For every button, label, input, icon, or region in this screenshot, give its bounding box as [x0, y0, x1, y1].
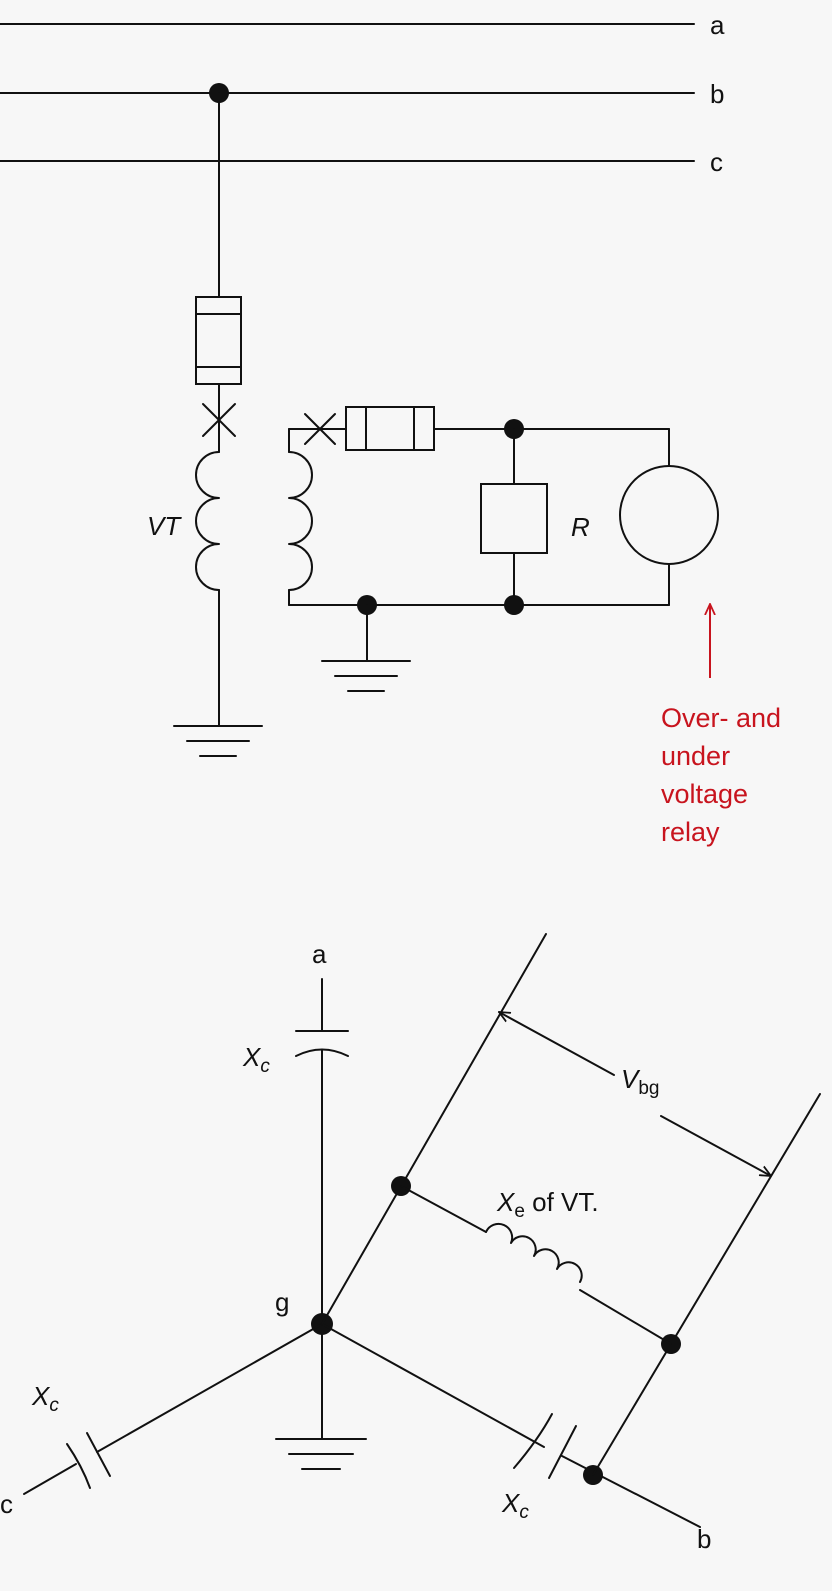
ground-icon-secondary	[321, 660, 411, 692]
vbg-label: Vbg	[621, 1064, 659, 1099]
phase-a-label: a	[312, 939, 327, 969]
xc-a-label: Xc	[242, 1042, 270, 1077]
vt-connection-diagram: a b c VT	[0, 10, 789, 847]
vt-primary-winding	[195, 451, 220, 591]
vbg-dimension-arrow-right	[660, 1115, 771, 1176]
xe-inductor	[485, 1222, 583, 1283]
secondary-disconnect-icon	[304, 413, 336, 445]
bus-a-label: a	[710, 10, 725, 40]
primary-disconnect-icon	[202, 403, 236, 437]
capacitor-b-plate	[513, 1413, 553, 1469]
neutral-label: g	[275, 1287, 289, 1317]
loading-resistor	[480, 483, 548, 554]
resistor-label: R	[571, 512, 590, 542]
phase-c-label: c	[0, 1489, 13, 1519]
capacitor-c-plate	[86, 1432, 111, 1477]
vbg-dimension-arrow-left	[499, 1012, 615, 1076]
relay-caption: Over- and under voltage relay	[661, 703, 789, 847]
ferroresonance-equivalent-diagram: a Xc g c Xc b Xc	[0, 933, 821, 1554]
bus-b-label: b	[710, 79, 724, 109]
vt-label: VT	[147, 511, 182, 541]
ground-icon-neutral	[275, 1438, 367, 1470]
bus-c-label: c	[710, 147, 723, 177]
secondary-fuse	[345, 406, 435, 451]
relay-icon	[619, 465, 719, 565]
primary-fuse	[195, 296, 242, 385]
xe-label: Xe of VT.	[496, 1187, 599, 1222]
ground-icon-primary	[173, 725, 263, 757]
xc-b-label: Xc	[501, 1488, 529, 1523]
phase-b-label: b	[697, 1524, 711, 1554]
vt-secondary-winding	[288, 451, 313, 591]
xc-c-label: Xc	[31, 1381, 59, 1416]
